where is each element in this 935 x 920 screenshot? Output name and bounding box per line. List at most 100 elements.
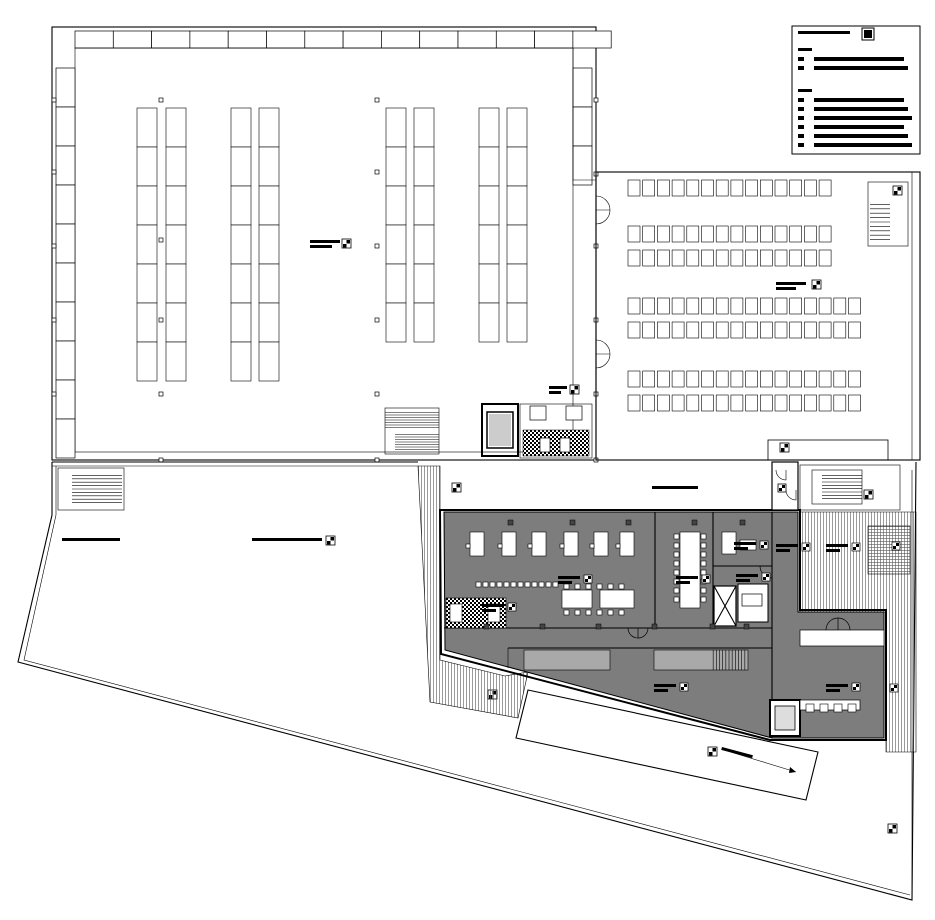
- chair: [531, 581, 538, 588]
- seat: [848, 394, 861, 412]
- seat: [715, 249, 729, 267]
- room-tag-hall: [310, 238, 352, 249]
- seat: [671, 394, 685, 412]
- seat: [627, 249, 641, 267]
- seat: [715, 225, 729, 243]
- seat: [730, 321, 744, 339]
- display-panel: [136, 302, 158, 343]
- desk: [619, 531, 635, 557]
- seat: [671, 179, 685, 197]
- hall-north-west: [51, 26, 612, 461]
- legend-key: [798, 98, 804, 102]
- wall-panel: [55, 145, 76, 186]
- seat: [701, 394, 714, 412]
- desk: [593, 531, 609, 557]
- chair: [527, 543, 533, 549]
- seat: [671, 225, 685, 243]
- wall-panel: [151, 30, 191, 49]
- room-tag-icon: [341, 238, 352, 249]
- legend-text: [814, 143, 912, 147]
- column-dot: [51, 391, 57, 397]
- room-label-bar: [826, 689, 840, 692]
- column-dot: [158, 391, 164, 397]
- pillar: [651, 623, 658, 630]
- display-panel: [230, 107, 252, 148]
- chair: [559, 543, 565, 549]
- seat: [730, 179, 744, 197]
- display-panel: [258, 107, 280, 148]
- chair: [574, 609, 581, 616]
- room-tag-mark: [588, 576, 591, 579]
- chair: [589, 543, 595, 549]
- wall-panel: [189, 30, 229, 49]
- seat: [774, 321, 788, 339]
- seat: [657, 321, 670, 339]
- wall-panel: [342, 30, 382, 49]
- room-label-bar: [736, 574, 758, 577]
- chair: [700, 596, 707, 603]
- seat: [657, 394, 670, 412]
- room-tag-mark: [803, 547, 806, 550]
- legend-text: [814, 125, 904, 129]
- pillar: [739, 519, 746, 526]
- chair: [607, 583, 614, 590]
- desk: [469, 531, 485, 557]
- display-panel: [230, 263, 252, 304]
- room-label-bar: [558, 581, 572, 584]
- seat: [642, 370, 656, 388]
- display-panel: [136, 341, 158, 382]
- chair: [673, 551, 680, 558]
- seat: [686, 370, 700, 388]
- seat: [715, 321, 729, 339]
- display-panel: [385, 185, 407, 226]
- seat: [627, 297, 641, 315]
- seat: [774, 225, 788, 243]
- chair: [700, 542, 707, 549]
- seat: [671, 249, 685, 267]
- seat: [789, 179, 803, 197]
- display-panel: [136, 224, 158, 265]
- chair: [574, 583, 581, 590]
- chair: [482, 581, 489, 588]
- seat: [701, 321, 714, 339]
- wall-panel: [227, 30, 267, 49]
- seat: [657, 370, 670, 388]
- seat: [686, 225, 700, 243]
- seat: [774, 179, 788, 197]
- seat: [730, 394, 744, 412]
- wall-panel: [572, 145, 593, 186]
- display-panel: [506, 107, 528, 148]
- room-tag-mark: [896, 543, 899, 546]
- chair: [497, 543, 503, 549]
- office-wing: [438, 509, 901, 741]
- seat: [715, 179, 729, 197]
- seat: [789, 394, 803, 412]
- display-panel: [258, 146, 280, 187]
- legend-key: [798, 107, 804, 111]
- chair: [615, 543, 621, 549]
- pillar: [743, 623, 750, 630]
- room-tag-mark: [856, 684, 859, 687]
- seat: [804, 297, 817, 315]
- chair: [607, 609, 614, 616]
- pillar: [709, 623, 716, 630]
- display-panel: [385, 224, 407, 265]
- room-tag-mark: [703, 579, 706, 582]
- display-panel: [136, 146, 158, 187]
- column-dot: [158, 237, 164, 243]
- seat: [804, 370, 817, 388]
- display-panel: [258, 341, 280, 382]
- seat: [847, 703, 857, 713]
- legend-key: [798, 134, 804, 138]
- display-panel: [136, 107, 158, 148]
- seat: [789, 225, 803, 243]
- display-panel: [230, 146, 252, 187]
- chair: [700, 569, 707, 576]
- elevator-icon: [481, 403, 519, 457]
- seat: [833, 394, 847, 412]
- column-dot: [51, 97, 57, 103]
- seat: [745, 394, 758, 412]
- chair: [673, 587, 680, 594]
- wall-panel: [55, 301, 76, 342]
- seat: [642, 179, 656, 197]
